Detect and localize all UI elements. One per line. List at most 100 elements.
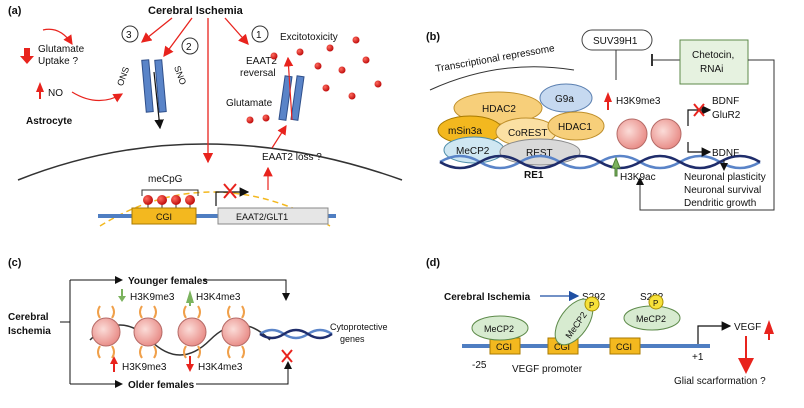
- younger-to-genes: [204, 279, 290, 301]
- minus-25-label: -25: [472, 360, 487, 371]
- glutamate-dot: [362, 56, 370, 64]
- arrow-to-step2: [163, 17, 193, 58]
- dna-strand-b2: [439, 154, 761, 170]
- vegf-promoter-label: VEGF promoter: [512, 364, 583, 375]
- curve-arrow-no: [71, 91, 124, 103]
- histone-tail: [183, 345, 187, 359]
- top-h3k4me3: H3K4me3: [196, 292, 241, 303]
- arrow-to-step1: [224, 17, 249, 45]
- eaat2-reversal-line1: EAAT2: [246, 56, 277, 67]
- suv39h1-label: SUV39H1: [593, 36, 638, 47]
- block-x-icon: [223, 183, 237, 199]
- glutamate-dot: [262, 114, 270, 122]
- red-up-arrow-icon: [764, 320, 774, 340]
- histone-tail: [241, 345, 245, 359]
- step-3-number: 3: [126, 30, 132, 41]
- younger-label: Younger females: [128, 276, 208, 287]
- feedback-path: [636, 59, 775, 211]
- tss-arrow-d: [697, 321, 732, 344]
- outcome-1: Neuronal plasticity: [684, 172, 766, 183]
- glutamate-uptake-line1: Glutamate: [38, 44, 85, 55]
- bdnf-bottom-label: BDNF: [712, 148, 739, 159]
- glutamate-dot: [348, 92, 356, 100]
- arrow-into-cell: [153, 71, 164, 130]
- astrocyte-label: Astrocyte: [26, 116, 73, 127]
- hdac1-blob: [547, 111, 605, 141]
- mecp2-blob-d1: [471, 315, 529, 341]
- nuclear-envelope: [99, 191, 331, 227]
- tss-arrow-a: [215, 187, 250, 206]
- mecp2-label-d1: MeCP2: [484, 324, 514, 334]
- cell-membrane: [17, 143, 403, 181]
- block-x-icon: [693, 103, 705, 117]
- h3k9ac-label: H3K9ac: [620, 172, 656, 183]
- nucleosome: [133, 317, 163, 347]
- histone-tail: [197, 305, 201, 319]
- glur2-label: GluR2: [712, 110, 741, 121]
- cgi-label-d3: CGI: [616, 342, 632, 352]
- gene-label-a: EAAT2/GLT1: [236, 212, 288, 222]
- nucleosome: [221, 317, 251, 347]
- phospho-circle-a: [584, 296, 600, 312]
- panel-c: (c) Cerebral Ischemia Younger females Ol…: [8, 257, 388, 391]
- histone-tail: [227, 305, 231, 319]
- repressome-bracket: [429, 66, 575, 91]
- red-down-arrow-icon: [186, 356, 194, 372]
- arrow-to-step3: [140, 17, 173, 43]
- panel-b: (b) Transcriptional repressome SUV39H1 C…: [426, 29, 775, 211]
- msin3a-label: mSin3a: [448, 126, 482, 137]
- re1-label: RE1: [524, 170, 544, 181]
- green-up-arrow-icon: [611, 156, 621, 177]
- cerebral-ischemia-d: Cerebral Ischemia: [444, 292, 531, 303]
- suv39h1-box: [581, 29, 653, 51]
- histone-tail: [97, 305, 101, 319]
- dna-strand-c2: [259, 328, 333, 340]
- outcome-2: Neuronal survival: [684, 185, 761, 196]
- top-h3k9me3: H3K9me3: [130, 292, 175, 303]
- mecpg-bracket: [141, 189, 199, 196]
- h3k9me3-label-b: H3K9me3: [616, 96, 661, 107]
- phospho-label-b: P: [653, 299, 658, 308]
- eaat2-loss-label: EAAT2 loss ?: [262, 152, 322, 163]
- sno-label: SNO: [172, 64, 188, 86]
- panel-a-title: Cerebral Ischemia: [148, 5, 244, 17]
- cgi-label-d1: CGI: [496, 342, 512, 352]
- green-down-arrow-icon: [118, 289, 126, 302]
- chetocin-box: [679, 39, 749, 85]
- cgi-box-a: [131, 207, 197, 225]
- glutamate-dots: [246, 36, 382, 124]
- glutamate-label: Glutamate: [226, 98, 273, 109]
- transporter-left-a: [141, 59, 154, 113]
- histone-tails: [97, 305, 245, 359]
- mecp2-label-d3: MeCP2: [636, 314, 666, 324]
- g9a-blob: [539, 83, 593, 113]
- glutamate-dot: [322, 84, 330, 92]
- panel-c-label: (c): [8, 257, 22, 269]
- methyl-dot: [157, 195, 167, 205]
- histone-tail: [139, 345, 143, 359]
- histone-tail: [97, 345, 101, 359]
- tss-arrow-b-bottom: [687, 142, 712, 157]
- ons-label: ONS: [115, 66, 131, 88]
- histone-tail: [197, 345, 201, 359]
- panel-a-label: (a): [8, 5, 22, 17]
- methyl-dot: [171, 195, 181, 205]
- dna-strand-c1: [259, 328, 333, 340]
- excitotoxicity-label: Excitotoxicity: [280, 32, 338, 43]
- outcome-3: Dendritic growth: [684, 198, 756, 209]
- phospho-label-a: P: [589, 301, 594, 310]
- cerebral-line1: Cerebral: [8, 312, 49, 323]
- panel-b-label: (b): [426, 31, 440, 43]
- panel-d: (d) Cerebral Ischemia S292 S292 CGI CGI …: [426, 257, 774, 387]
- green-up-arrow-icon: [186, 290, 194, 306]
- histone-tail: [153, 305, 157, 319]
- glutamate-dot: [326, 44, 334, 52]
- vegf-label: VEGF: [734, 322, 761, 333]
- bottom-h3k9me3: H3K9me3: [122, 362, 167, 373]
- methyl-dot: [143, 195, 153, 205]
- cgi-label-a: CGI: [156, 212, 172, 222]
- methyl-dot: [185, 195, 195, 205]
- rest-label: REST: [526, 148, 553, 159]
